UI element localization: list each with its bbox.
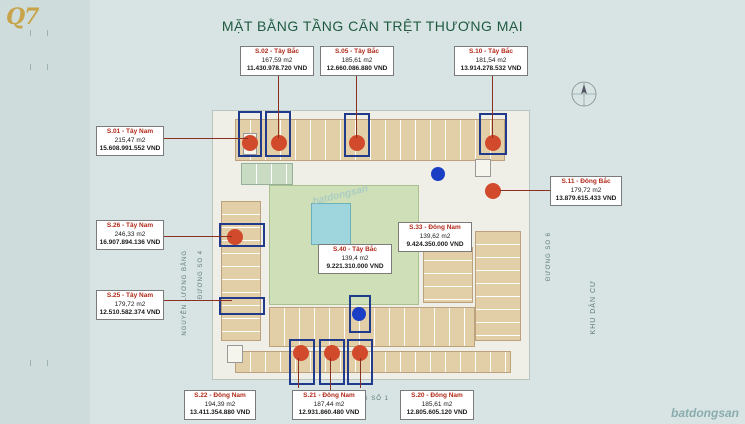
unit-card-s11: S.11 - Đông Bắc 179,72 m2 13.879.615.433… xyxy=(550,176,622,206)
unit-area: 139,62 m2 xyxy=(419,232,451,240)
unit-name: S.21 - Đông Nam xyxy=(303,392,355,399)
unit-marker-s22 xyxy=(293,345,309,361)
unit-card-s20: S.20 - Đông Nam 185,61 m2 12.805.605.120… xyxy=(400,390,474,420)
unit-name: S.05 - Tây Bắc xyxy=(334,48,380,55)
leader-line xyxy=(298,358,299,388)
highlight-s01 xyxy=(238,111,262,157)
unit-price: 15.608.991.552 VND xyxy=(99,145,161,152)
unit-name: S.11 - Đông Bắc xyxy=(561,178,611,185)
street-label-right-b: KHU DÂN CƯ xyxy=(590,280,597,335)
unit-area: 194,39 m2 xyxy=(204,400,236,408)
unit-marker-s05 xyxy=(349,135,365,151)
unit-area: 181,54 m2 xyxy=(475,56,507,64)
unit-area: 179,72 m2 xyxy=(114,300,146,308)
unit-card-s02: S.02 - Tây Bắc 167,59 m2 11.430.978.720 … xyxy=(240,46,314,76)
west-shop-column xyxy=(221,201,261,341)
unit-area: 185,61 m2 xyxy=(421,400,453,408)
leader-line xyxy=(164,138,248,139)
highlight-s21 xyxy=(319,339,345,385)
unit-area: 167,59 m2 xyxy=(261,56,293,64)
unit-name: S.26 - Tây Nam xyxy=(106,222,154,229)
unit-card-s21: S.21 - Đông Nam 187,44 m2 12.931.860.480… xyxy=(292,390,366,420)
leader-line xyxy=(500,190,550,191)
leader-line xyxy=(356,76,357,138)
unit-marker-s21 xyxy=(324,345,340,361)
highlight-s26 xyxy=(219,223,265,247)
highlight-s22 xyxy=(289,339,315,385)
unit-price: 11.430.978.720 VND xyxy=(246,65,308,72)
unit-price: 12.931.860.480 VND xyxy=(298,409,360,416)
watermark-corner: batdongsan xyxy=(671,406,739,420)
unit-card-s25: S.25 - Tây Nam 179,72 m2 12.510.582.374 … xyxy=(96,290,164,320)
ruler-mark xyxy=(30,360,48,366)
unit-area: 185,61 m2 xyxy=(341,56,373,64)
unit-marker-s26 xyxy=(227,229,243,245)
leader-line xyxy=(492,76,493,138)
south-shop-row xyxy=(235,351,511,373)
ruler-mark xyxy=(30,30,48,36)
unit-price: 13.914.278.532 VND xyxy=(460,65,522,72)
unit-price: 9.424.350.000 VND xyxy=(406,241,464,248)
unit-price: 13.411.354.880 VND xyxy=(189,409,251,416)
unit-name: S.02 - Tây Bắc xyxy=(254,48,300,55)
leader-line xyxy=(278,76,279,138)
unit-price: 12.805.605.120 VND xyxy=(406,409,468,416)
unit-name: S.25 - Tây Nam xyxy=(106,292,154,299)
elevator-core xyxy=(227,345,243,363)
highlight-s05 xyxy=(344,113,370,157)
unit-name: S.01 - Tây Nam xyxy=(106,128,154,135)
unit-marker-s11 xyxy=(485,183,501,199)
unit-marker-s02 xyxy=(271,135,287,151)
unit-card-s05: S.05 - Tây Bắc 185,61 m2 12.660.086.880 … xyxy=(320,46,394,76)
street-label-left-b: ĐƯỜNG SỐ 4 xyxy=(198,250,204,299)
unit-name: S.40 - Tây Bắc xyxy=(332,246,378,253)
street-label-left-a: NGUYỄN LƯƠNG BẰNG xyxy=(182,250,188,336)
unit-marker-s20 xyxy=(352,345,368,361)
leader-line xyxy=(360,358,361,388)
highlight-s10 xyxy=(479,113,507,155)
unit-card-s22: S.22 - Đông Nam 194,39 m2 13.411.354.880… xyxy=(184,390,256,420)
street-label-right-a: ĐƯỜNG SỐ 6 xyxy=(546,232,552,281)
unit-name: S.33 - Đông Nam xyxy=(409,224,461,231)
highlight-s40 xyxy=(349,295,371,333)
unit-card-s33: S.33 - Đông Nam 139,62 m2 9.424.350.000 … xyxy=(398,222,472,252)
unit-marker-s40 xyxy=(352,307,366,321)
unit-marker-s01 xyxy=(242,135,258,151)
unit-area: 187,44 m2 xyxy=(313,400,345,408)
unit-card-s10: S.10 - Tây Bắc 181,54 m2 13.914.278.532 … xyxy=(454,46,528,76)
unit-marker-s10 xyxy=(485,135,501,151)
leader-line xyxy=(330,358,331,390)
unit-price: 16.907.894.136 VND xyxy=(99,239,161,246)
unit-price: 12.660.086.880 VND xyxy=(326,65,388,72)
unit-card-s26: S.26 - Tây Nam 246,33 m2 16.907.894.136 … xyxy=(96,220,164,250)
unit-name: S.10 - Tây Bắc xyxy=(468,48,514,55)
ruler-mark xyxy=(30,64,48,70)
elevator-core xyxy=(475,159,491,177)
unit-card-s40: S.40 - Tây Bắc 139,4 m2 9.221.310.000 VN… xyxy=(318,244,392,274)
unit-card-s01: S.01 - Tây Nam 215,47 m2 15.608.991.552 … xyxy=(96,126,164,156)
page-title: MẶT BẰNG TẦNG CĂN TRỆT THƯƠNG MẠI xyxy=(221,18,524,34)
swimming-pool xyxy=(311,203,351,245)
compass-north-icon xyxy=(571,81,597,107)
unit-name: S.22 - Đông Nam xyxy=(194,392,246,399)
unit-price: 12.510.582.374 VND xyxy=(99,309,161,316)
highlight-s25 xyxy=(219,297,265,315)
unit-price: 13.879.615.433 VND xyxy=(555,195,617,202)
unit-area: 246,33 m2 xyxy=(114,230,146,238)
unit-price: 9.221.310.000 VND xyxy=(326,263,384,270)
unit-area: 139,4 m2 xyxy=(341,254,369,262)
unit-name: S.20 - Đông Nam xyxy=(411,392,463,399)
unit-area: 179,72 m2 xyxy=(570,186,602,194)
east-shop-column xyxy=(475,231,521,341)
inner-east-block xyxy=(423,247,473,303)
leader-line xyxy=(164,236,232,237)
unit-area: 215,47 m2 xyxy=(114,136,146,144)
left-background xyxy=(0,0,90,424)
unit-marker-s33 xyxy=(431,167,445,181)
leader-line xyxy=(164,300,232,301)
north-inner-row xyxy=(241,163,293,185)
q7-logo: Q7 xyxy=(6,4,39,30)
